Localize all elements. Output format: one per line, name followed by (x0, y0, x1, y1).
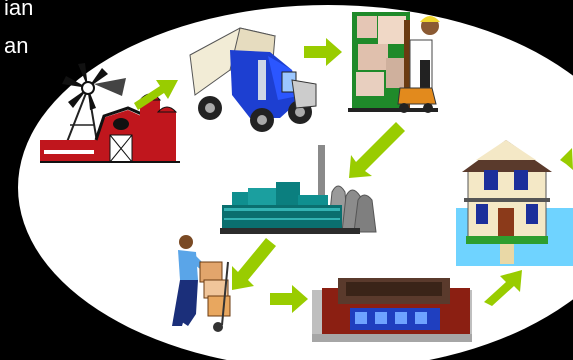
arrow-delivery-to-store (270, 285, 308, 313)
arrow-house-offscreen (560, 148, 573, 170)
corner-text-line-1: ian (4, 0, 34, 20)
farm-icon (40, 63, 180, 163)
arrow-farm-to-truck (134, 80, 178, 110)
flow-arrows (134, 38, 573, 313)
arrow-factory-to-delivery (232, 238, 276, 290)
forklift-worker-icon (348, 12, 440, 113)
arrow-warehouse-to-factory (349, 122, 405, 178)
store-icon (312, 278, 472, 342)
house-icon (456, 140, 573, 266)
arrow-truck-to-warehouse (304, 38, 342, 66)
corner-text-line-2: an (4, 33, 29, 58)
delivery-worker-icon (172, 235, 231, 332)
arrow-store-to-house (484, 270, 522, 306)
truck-icon (189, 27, 317, 132)
factory-icon (220, 145, 377, 234)
